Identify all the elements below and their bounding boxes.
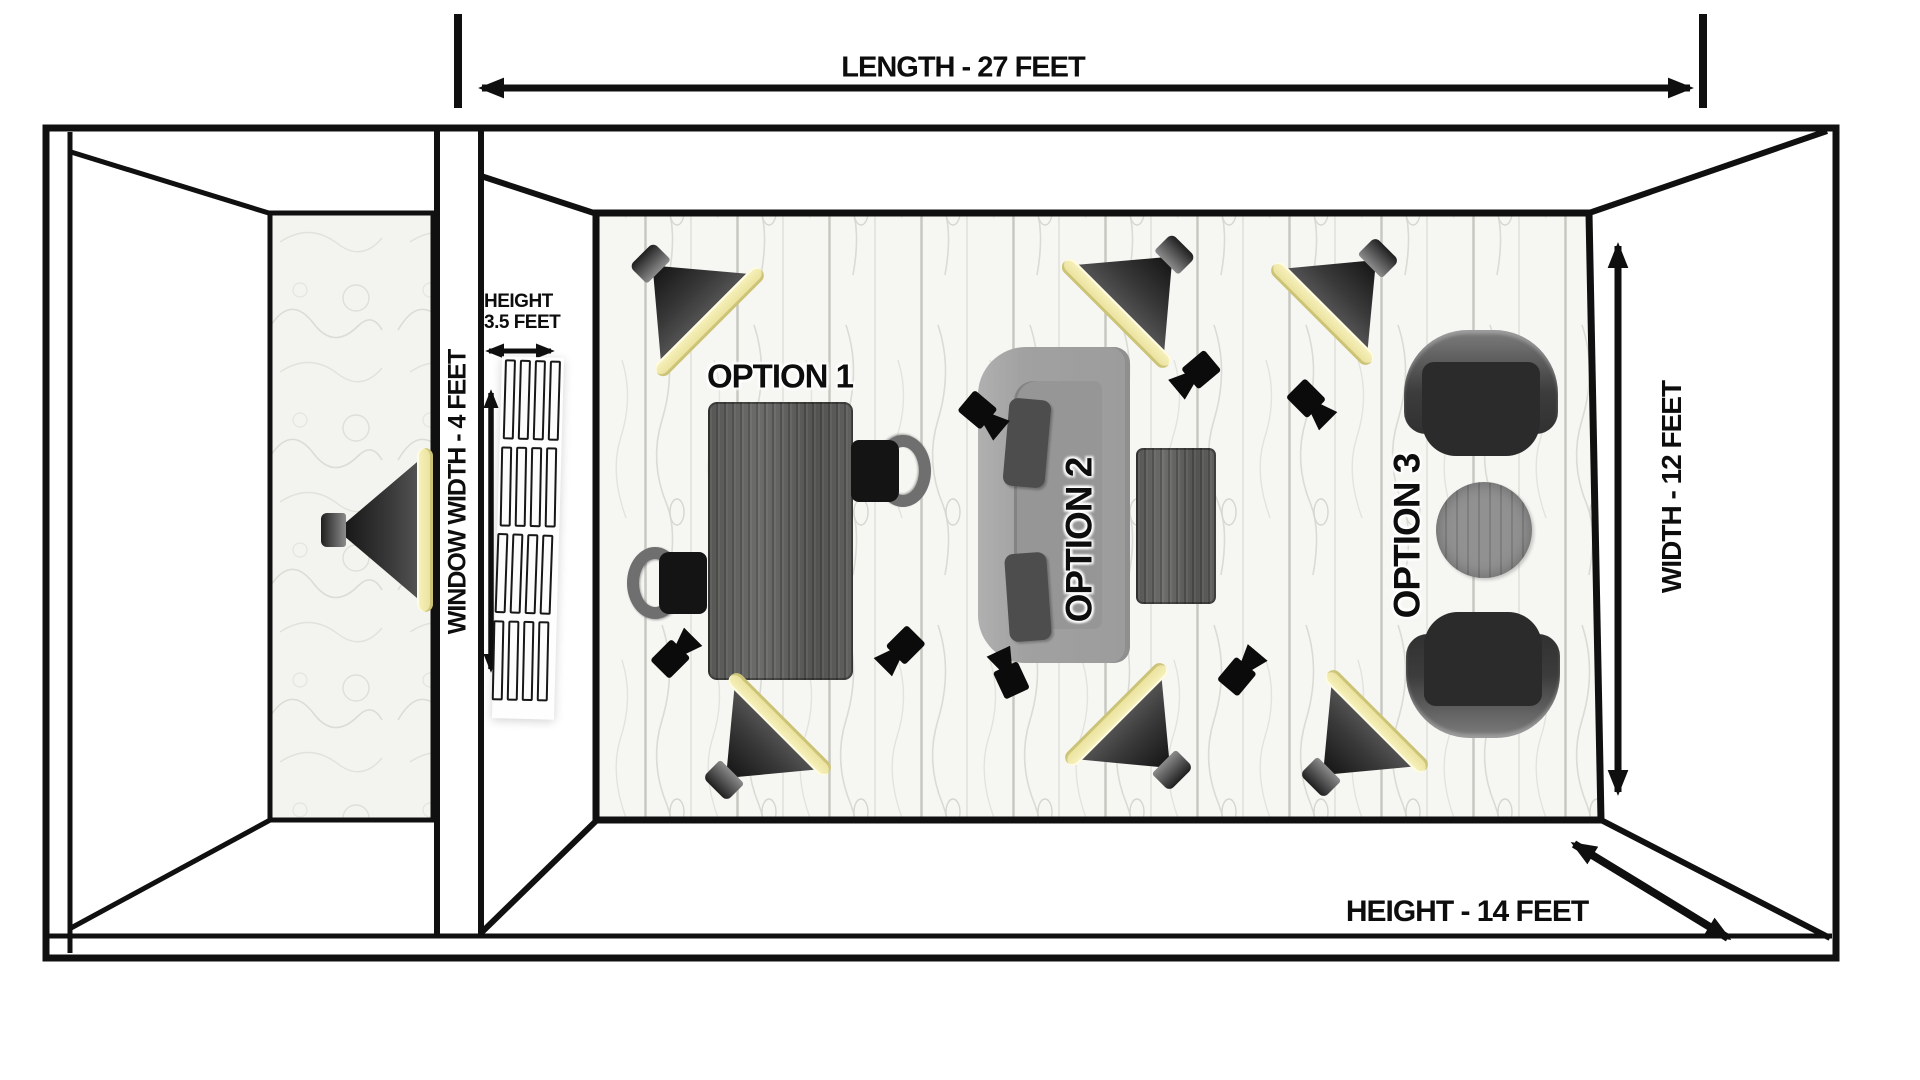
armchair-seat bbox=[1424, 612, 1542, 706]
light-mount bbox=[321, 513, 346, 547]
blind-slat bbox=[499, 446, 513, 527]
dimension-arrows bbox=[454, 14, 1732, 942]
sofa bbox=[978, 347, 1130, 663]
height-arrow bbox=[1570, 840, 1732, 942]
chair-right bbox=[847, 434, 931, 508]
length-dimension-label: LENGTH - 27 FEET bbox=[841, 51, 1085, 84]
window-blinds bbox=[491, 356, 565, 720]
blind-slat bbox=[509, 533, 524, 614]
blind-slat bbox=[517, 359, 531, 440]
blind-row bbox=[499, 446, 558, 528]
blind-slat bbox=[536, 621, 550, 702]
sofa-cushion bbox=[1003, 551, 1053, 643]
window-height-line2: 3.5 FEET bbox=[484, 312, 561, 334]
blind-row bbox=[494, 532, 554, 615]
window-height-line1: HEIGHT bbox=[484, 291, 553, 312]
blind-row bbox=[491, 620, 550, 702]
conference-table bbox=[708, 402, 853, 680]
blind-slat bbox=[532, 360, 546, 441]
chair-seat bbox=[851, 440, 899, 502]
chair-left bbox=[627, 546, 711, 620]
perspective-lines bbox=[69, 128, 1832, 941]
blind-slat bbox=[494, 532, 509, 614]
option-1-label: OPTION 1 bbox=[706, 357, 854, 395]
round-side-table bbox=[1436, 482, 1532, 578]
light-diffuser-panel bbox=[417, 447, 433, 613]
blind-slat bbox=[506, 620, 520, 701]
blind-slat bbox=[491, 620, 505, 701]
blind-row bbox=[502, 359, 561, 441]
armchair-bottom bbox=[1406, 610, 1560, 738]
blind-slat bbox=[539, 534, 554, 615]
armchair-seat bbox=[1422, 362, 1540, 456]
blind-slat bbox=[502, 359, 516, 440]
option-2-label: OPTION 2 bbox=[1058, 457, 1100, 623]
light-cone bbox=[337, 459, 420, 600]
softbox-light-lobby-icon bbox=[321, 446, 433, 614]
blind-slat bbox=[547, 360, 561, 441]
window-width-dimension-label: WINDOW WIDTH - 4 FEET bbox=[443, 349, 472, 635]
blind-slat bbox=[524, 533, 539, 615]
blind-slat bbox=[521, 620, 535, 702]
armchair-top bbox=[1404, 330, 1558, 458]
outer-walls bbox=[42, 124, 1840, 962]
chair-seat bbox=[659, 552, 707, 614]
blind-slat bbox=[529, 447, 543, 528]
blind-slat bbox=[544, 447, 558, 528]
option-3-label: OPTION 3 bbox=[1386, 453, 1428, 619]
width-dimension-label: WIDTH - 12 FEET bbox=[1656, 380, 1687, 594]
blind-slat bbox=[514, 446, 528, 527]
height-dimension-label: HEIGHT - 14 FEET bbox=[1345, 895, 1589, 928]
coffee-table bbox=[1136, 448, 1216, 604]
window-height-dimension-label: HEIGHT 3.5 FEET bbox=[484, 291, 561, 334]
